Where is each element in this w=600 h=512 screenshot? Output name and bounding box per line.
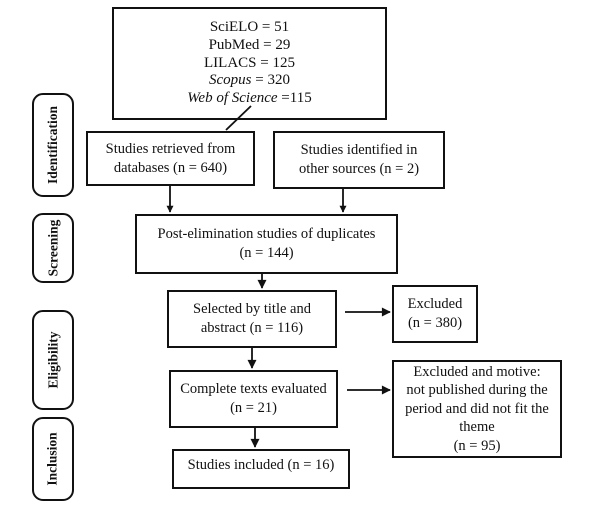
stage-label: Identification xyxy=(45,105,61,185)
post-elimination-duplicates-box: Post-elimination studies of duplicates (… xyxy=(135,214,398,274)
studies-included-box: Studies included (n = 16) xyxy=(172,449,350,489)
source-line: SciELO = 51 xyxy=(209,19,290,35)
excluded-eligibility-box: Excluded and motive: not published durin… xyxy=(392,360,562,458)
excluded-screening-box: Excluded (n = 380) xyxy=(392,285,478,343)
stage-inclusion: Inclusion xyxy=(32,417,74,501)
box-line: Selected by title and xyxy=(193,301,311,317)
box-line: not published during the xyxy=(406,382,548,399)
box-line: (n = 21) xyxy=(230,400,277,416)
selected-title-abstract-box: Selected by title and abstract (n = 116) xyxy=(167,290,337,348)
other-sources-box: Studies identified in other sources (n =… xyxy=(273,131,445,189)
box-line: databases (n = 640) xyxy=(113,159,228,176)
box-line: Post-elimination studies of duplicates xyxy=(157,226,376,242)
box-line: (n = 95) xyxy=(453,437,501,454)
source-line: PubMed = 29 xyxy=(208,36,291,53)
box-line: Excluded and motive: xyxy=(413,363,541,380)
stage-label: Inclusion xyxy=(45,432,60,486)
box-line: (n = 380) xyxy=(407,315,463,331)
source-line: Web of Science =115 xyxy=(187,90,312,107)
stage-label: Screening xyxy=(45,219,60,277)
box-line: (n = 144) xyxy=(239,245,294,261)
box-line: Studies identified in xyxy=(300,142,418,158)
box-line: period and did not fit the xyxy=(405,400,549,417)
studies-retrieved-box: Studies retrieved from databases (n = 64… xyxy=(86,131,255,186)
box-line: Excluded xyxy=(407,296,463,312)
box-line: Studies retrieved from xyxy=(105,140,236,157)
stage-label: Eligibility xyxy=(45,331,61,389)
database-sources-box: SciELO = 51 PubMed = 29 LILACS = 125 Sco… xyxy=(112,7,387,120)
box-line: theme xyxy=(459,419,495,436)
stage-screening: Screening xyxy=(32,213,74,283)
box-line: Studies included (n = 16) xyxy=(187,457,335,473)
box-line: Complete texts evaluated xyxy=(180,381,327,397)
box-line: other sources (n = 2) xyxy=(298,161,420,177)
stage-identification: Identification xyxy=(32,93,74,197)
box-line: abstract (n = 116) xyxy=(200,320,304,336)
stage-eligibility: Eligibility xyxy=(32,310,74,410)
complete-texts-box: Complete texts evaluated (n = 21) xyxy=(169,370,338,428)
source-line: LILACS = 125 xyxy=(204,54,295,71)
source-line: Scopus = 320 xyxy=(209,72,290,89)
